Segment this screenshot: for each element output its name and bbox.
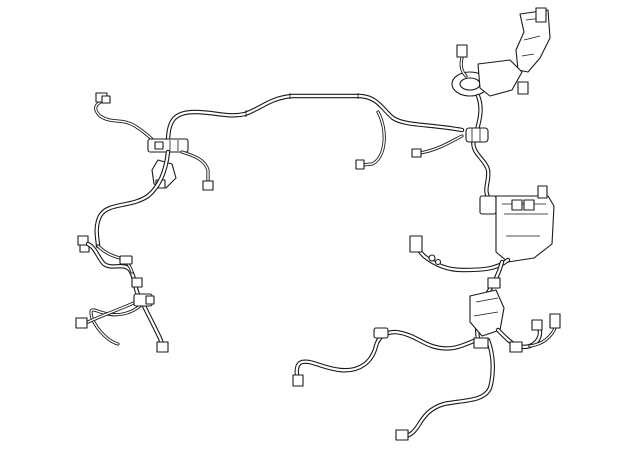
lower-left-connector-a	[75, 317, 88, 329]
left-trunk-wire	[94, 149, 171, 249]
right-short-branch-wire	[418, 134, 464, 155]
right-lower-junction	[469, 277, 505, 337]
main-trunk-wire	[165, 93, 465, 145]
right-branch-wire	[495, 323, 558, 350]
left-mid-wire	[85, 241, 143, 301]
top-right-bracket	[515, 7, 551, 73]
right-branch-connectors	[509, 313, 561, 353]
lower-left-block	[133, 293, 155, 307]
top-left-connector	[95, 92, 111, 104]
left-clip-block	[147, 138, 189, 153]
right-trunk-clip	[465, 127, 489, 143]
grommet	[451, 59, 523, 97]
bottom-left-branch-clip	[373, 327, 389, 339]
grommet-top-connector	[456, 44, 468, 78]
top-left-pigtail-wire	[94, 98, 162, 148]
bottom-left-connector	[292, 374, 304, 387]
left-clip-branch-wire	[180, 150, 210, 184]
bottom-left-branch-wire	[294, 329, 479, 383]
right-trunk-clip-lower	[479, 195, 497, 215]
left-mid-clip	[119, 255, 143, 288]
left-mid-connector	[77, 235, 90, 253]
center-branch-wire	[360, 110, 386, 167]
bottom-branch-wire	[401, 337, 495, 439]
relay-box	[495, 185, 555, 263]
center-connector	[355, 159, 365, 170]
right-short-connector	[411, 148, 422, 158]
lower-left-connector-b	[156, 341, 169, 353]
bottom-connector	[395, 429, 409, 441]
bottom-branch-clip	[473, 337, 489, 349]
hook-connector	[409, 235, 442, 266]
left-clip-connector	[202, 180, 214, 191]
grommet-side-connector	[517, 81, 529, 95]
